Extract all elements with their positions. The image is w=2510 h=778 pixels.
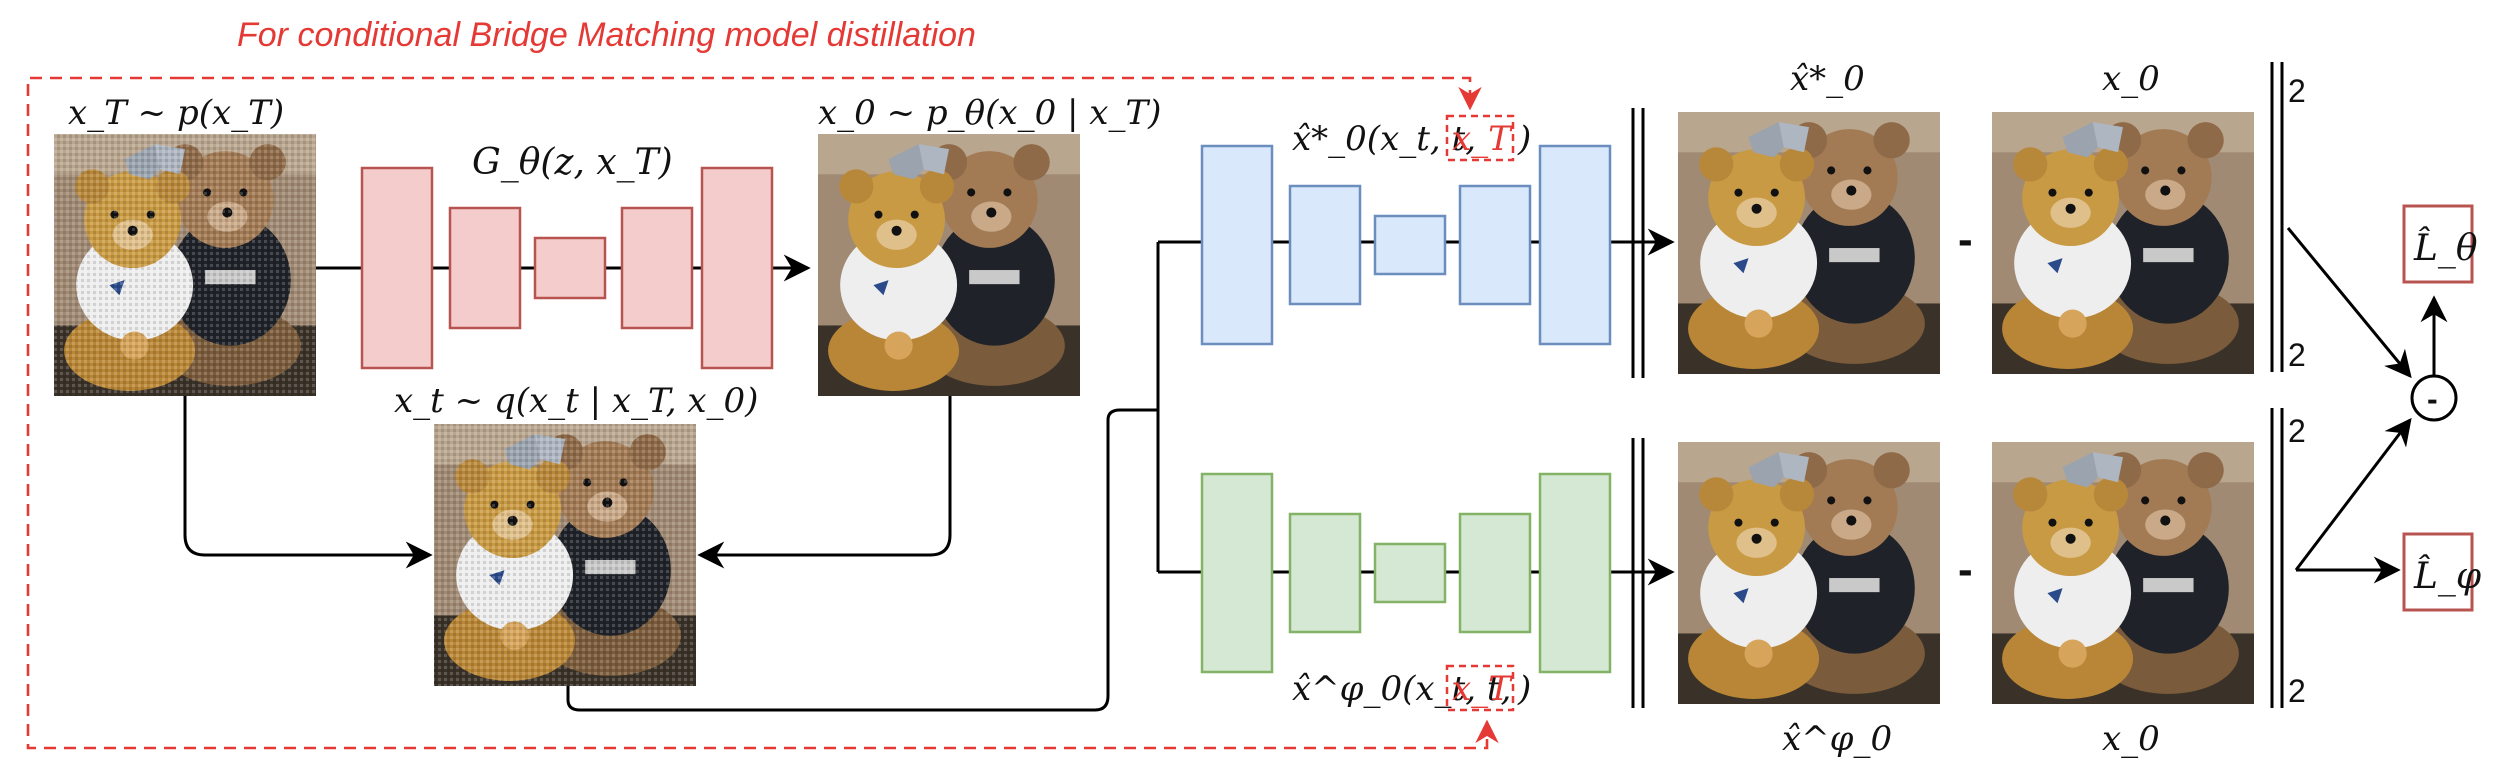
arrow-xT-to-xt (183, 396, 433, 569)
student-network (1200, 472, 1675, 674)
generator-network (316, 166, 811, 370)
diff-node: - (2410, 374, 2458, 422)
caption: For conditional Bridge Matching model di… (237, 16, 976, 54)
student-close-paren: ) (1517, 669, 1531, 709)
bottom-norm-right-bars (2270, 408, 2284, 708)
bottom-pred-col-label: x̂^φ_0 (1782, 719, 1892, 759)
svg-text:L̂_θ: L̂_θ (2413, 226, 2478, 269)
arrow-xt-to-networks (566, 408, 1158, 712)
top-norm-right-bars (2270, 62, 2284, 372)
loss-theta-box: L̂_θ (2402, 204, 2478, 284)
bottom-norm-left-bars (1631, 438, 1645, 708)
x-T-image (54, 134, 316, 396)
teacher-label: x̂*_0(x_t, t, (1292, 119, 1476, 159)
top-norm-sub: 2 (2288, 337, 2306, 373)
top-gt-col-label: x_0 (2102, 59, 2160, 99)
xt-sample-label: x_t ~ q(x_t | x_T, x_0) (394, 381, 758, 421)
xt-image (434, 424, 696, 686)
svg-text:x_T: x_T (1452, 119, 1513, 159)
top-norm-sup: 2 (2288, 73, 2306, 109)
student-label: x̂^φ_0(x_t, t, (1292, 669, 1511, 709)
arrow-x0-to-xt (697, 396, 952, 569)
top-gt-image (1992, 112, 2254, 374)
svg-text:-: - (2427, 381, 2438, 417)
top-norm-left-bars (1631, 108, 1645, 378)
top-minus: - (1958, 215, 1973, 264)
student-cond-box: x_T (1445, 664, 1515, 712)
bottom-gt-image (1992, 442, 2254, 704)
bottom-minus: - (1958, 545, 1973, 594)
svg-text:x_T: x_T (1452, 669, 1513, 709)
generator-label: G_θ(z, x_T) (472, 142, 673, 183)
top-pred-image (1678, 112, 1940, 374)
bottom-norm-sup: 2 (2288, 413, 2306, 449)
x-T-sample-label: x_T ~ p(x_T) (68, 93, 284, 133)
x0-image (818, 134, 1080, 396)
teacher-cond-box: x_T (1445, 114, 1515, 162)
loss-phi-box: L̂_φ (2402, 532, 2482, 612)
bottom-pred-image (1678, 442, 1940, 704)
arrow-bottom-to-diff (2294, 417, 2412, 571)
teacher-network (1200, 144, 1675, 346)
bottom-norm-sub: 2 (2288, 673, 2306, 709)
bottom-gt-col-label: x_0 (2102, 719, 2160, 759)
svg-text:L̂_φ: L̂_φ (2413, 554, 2482, 597)
teacher-close-paren: ) (1517, 119, 1531, 159)
x0-sample-label: x_0 ~ p_θ(x_0 | x_T) (818, 93, 1161, 133)
arrow-top-to-diff (2286, 227, 2412, 379)
top-pred-col-label: x̂*_0 (1790, 59, 1865, 99)
conditioning-loop (26, 76, 1499, 750)
